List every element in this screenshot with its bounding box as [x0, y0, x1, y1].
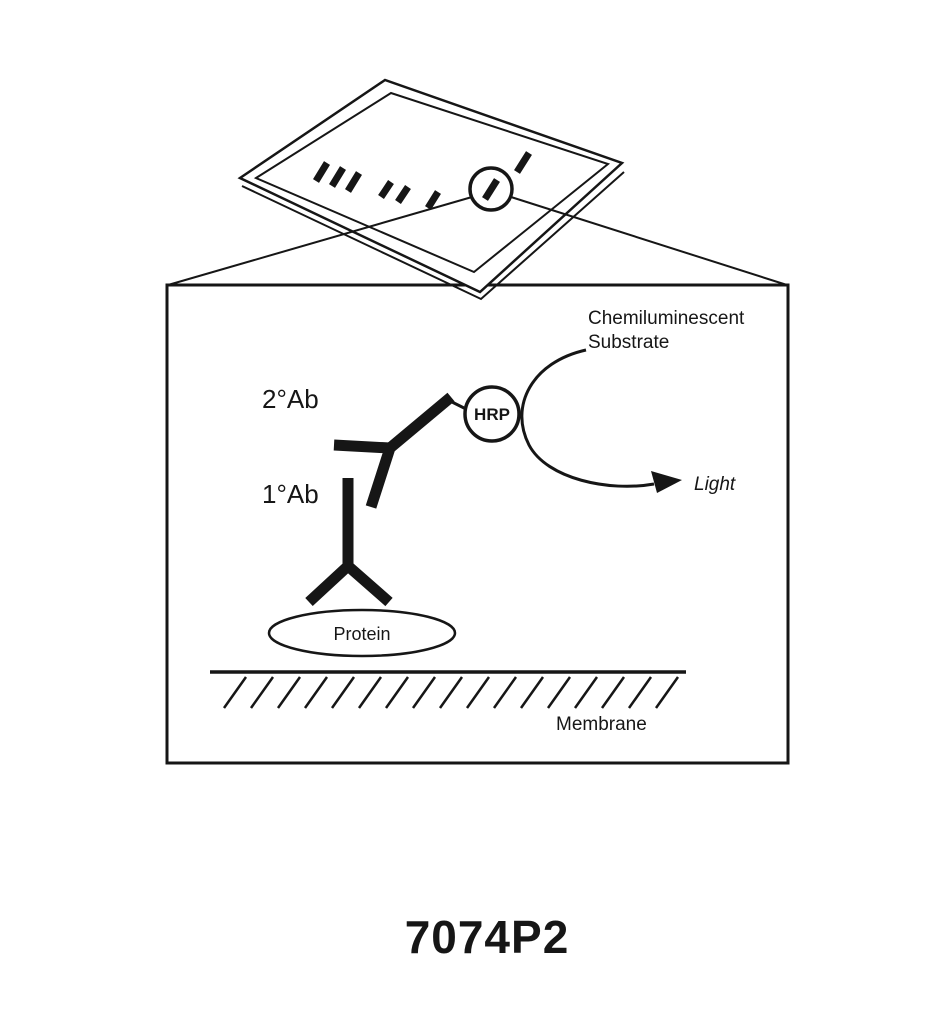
- light-label: Light: [694, 474, 736, 495]
- membrane-label: Membrane: [556, 714, 647, 735]
- blot-film-outline: [237, 78, 625, 294]
- blot-film: [237, 78, 625, 301]
- blot-band-highlighted: [482, 178, 500, 201]
- blot-film-inner-outline: [253, 91, 611, 274]
- blot-bands: [313, 151, 532, 210]
- secondary-antibody: [333, 392, 455, 509]
- protein-ellipse: [267, 608, 457, 658]
- primary-ab-label: 1°Ab: [262, 479, 319, 509]
- hrp-label: HRP: [474, 405, 510, 424]
- substrate-label-line1: Chemiluminescent: [588, 308, 745, 329]
- hrp-circle: [463, 385, 521, 443]
- blot-film-edge-thickness: [241, 171, 625, 301]
- band-highlight-circle: [468, 166, 514, 212]
- detail-box: [165, 283, 790, 765]
- protein-label: Protein: [333, 624, 390, 644]
- primary-antibody: [305, 478, 393, 607]
- zoom-line-right: [510, 196, 788, 286]
- secondary-ab-label: 2°Ab: [262, 384, 319, 414]
- membrane-hatching: [222, 676, 680, 709]
- product-code: 7074P2: [405, 911, 570, 963]
- substrate-label-line2: Substrate: [588, 332, 669, 353]
- arrowhead-icon: [651, 471, 682, 493]
- substrate-to-light-arrow: [520, 348, 655, 488]
- zoom-line-left: [167, 196, 473, 286]
